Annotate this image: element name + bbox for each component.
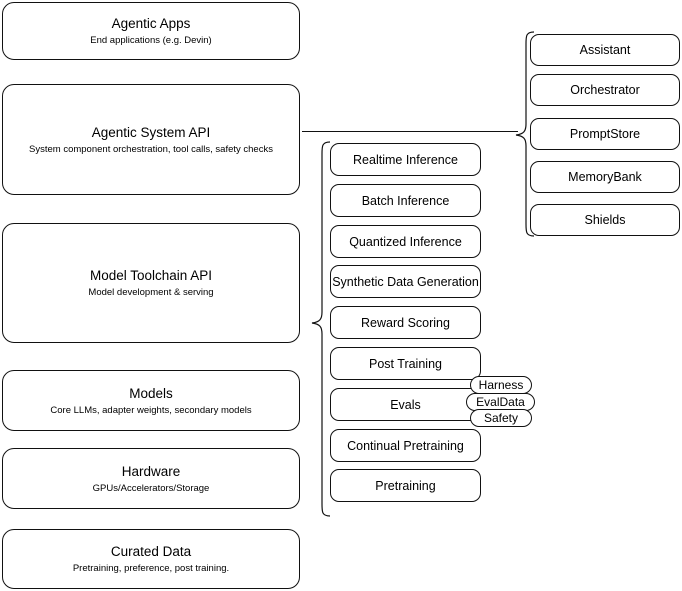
layer-title: Agentic System API bbox=[91, 124, 211, 140]
layer-box-agentic-system-api[interactable]: Agentic System API System component orch… bbox=[2, 84, 300, 195]
system-chip-assistant[interactable]: Assistant bbox=[530, 34, 680, 66]
layer-box-hardware[interactable]: Hardware GPUs/Accelerators/Storage bbox=[2, 448, 300, 509]
toolchain-chip-continual-pretraining[interactable]: Continual Pretraining bbox=[330, 429, 481, 462]
evals-pill-evaldata[interactable]: EvalData bbox=[466, 393, 535, 411]
evals-pill-harness[interactable]: Harness bbox=[470, 376, 532, 394]
layer-subtitle: Pretraining, preference, post training. bbox=[72, 563, 230, 574]
layer-box-model-toolchain-api[interactable]: Model Toolchain API Model development & … bbox=[2, 223, 300, 343]
system-chip-orchestrator[interactable]: Orchestrator bbox=[530, 74, 680, 106]
evals-pill-safety[interactable]: Safety bbox=[470, 409, 532, 427]
toolchain-chip-pretraining[interactable]: Pretraining bbox=[330, 469, 481, 502]
system-chip-memorybank[interactable]: MemoryBank bbox=[530, 161, 680, 193]
layer-title: Curated Data bbox=[110, 544, 192, 559]
connector-line-system-api bbox=[302, 131, 518, 132]
toolchain-chip-reward-scoring[interactable]: Reward Scoring bbox=[330, 306, 481, 339]
layer-title: Model Toolchain API bbox=[89, 268, 213, 283]
toolchain-chip-realtime-inference[interactable]: Realtime Inference bbox=[330, 143, 481, 176]
layer-title: Models bbox=[129, 385, 173, 401]
system-chip-promptstore[interactable]: PromptStore bbox=[530, 118, 680, 150]
layer-subtitle: Core LLMs, adapter weights, secondary mo… bbox=[50, 404, 252, 416]
toolchain-chip-synthetic-data-generation[interactable]: Synthetic Data Generation bbox=[330, 265, 481, 298]
layer-subtitle: GPUs/Accelerators/Storage bbox=[92, 482, 210, 494]
layer-box-models[interactable]: Models Core LLMs, adapter weights, secon… bbox=[2, 370, 300, 431]
layer-title: Hardware bbox=[121, 463, 181, 479]
layer-box-agentic-apps[interactable]: Agentic Apps End applications (e.g. Devi… bbox=[2, 2, 300, 60]
toolchain-chip-batch-inference[interactable]: Batch Inference bbox=[330, 184, 481, 217]
brace-system-components bbox=[515, 31, 535, 237]
layer-box-curated-data[interactable]: Curated Data Pretraining, preference, po… bbox=[2, 529, 300, 589]
toolchain-chip-quantized-inference[interactable]: Quantized Inference bbox=[330, 225, 481, 258]
layer-subtitle: End applications (e.g. Devin) bbox=[90, 35, 212, 46]
toolchain-chip-evals[interactable]: Evals bbox=[330, 388, 481, 421]
brace-toolchain bbox=[311, 141, 331, 517]
layer-title: Agentic Apps bbox=[111, 16, 191, 31]
system-chip-shields[interactable]: Shields bbox=[530, 204, 680, 236]
layer-subtitle: System component orchestration, tool cal… bbox=[29, 143, 273, 155]
toolchain-chip-post-training[interactable]: Post Training bbox=[330, 347, 481, 380]
layer-subtitle: Model development & serving bbox=[88, 287, 214, 298]
